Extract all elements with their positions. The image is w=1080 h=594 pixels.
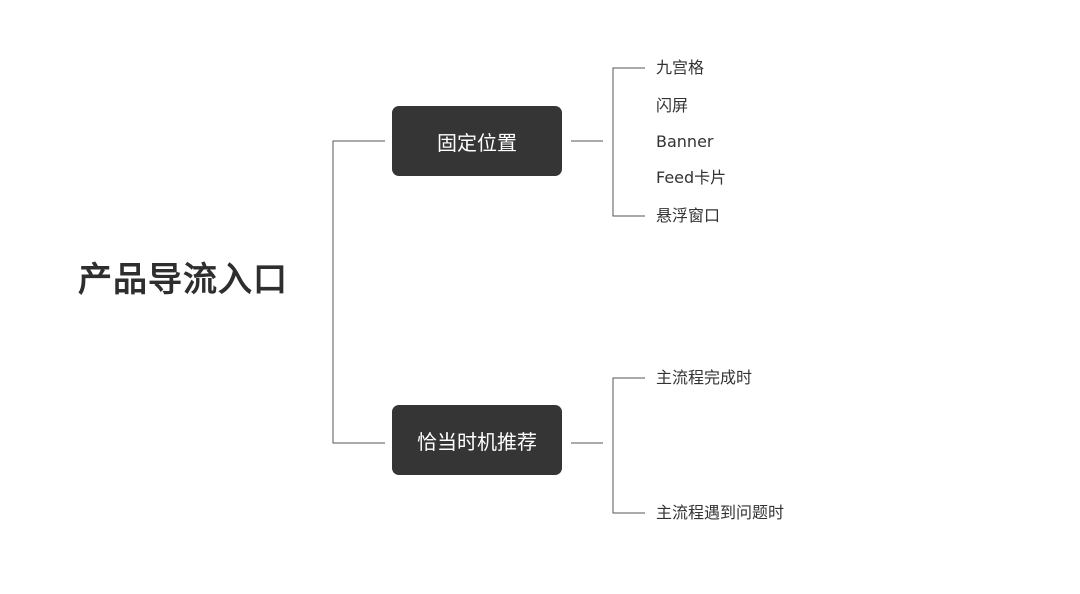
- branch-node-label: 固定位置: [437, 130, 517, 155]
- leaf-node: 悬浮窗口: [656, 206, 721, 225]
- leaf-node: 主流程完成时: [656, 368, 753, 387]
- branch-node-label: 恰当时机推荐: [417, 429, 537, 454]
- branch2-bracket-line: [612, 377, 645, 514]
- root-bracket-line: [332, 140, 385, 444]
- leaf-node: Feed卡片: [656, 168, 727, 187]
- leaf-node: 闪屏: [656, 96, 689, 115]
- branch1-bracket-line: [612, 67, 645, 217]
- leaf-node: 主流程遇到问题时: [656, 503, 785, 522]
- leaf-node: 九宫格: [656, 58, 705, 77]
- leaf-node: Banner: [656, 132, 714, 151]
- branch-node-fixed-position: 固定位置: [392, 106, 562, 176]
- branch-node-timely-recommendation: 恰当时机推荐: [392, 405, 562, 475]
- root-node-title: 产品导流入口: [78, 260, 288, 300]
